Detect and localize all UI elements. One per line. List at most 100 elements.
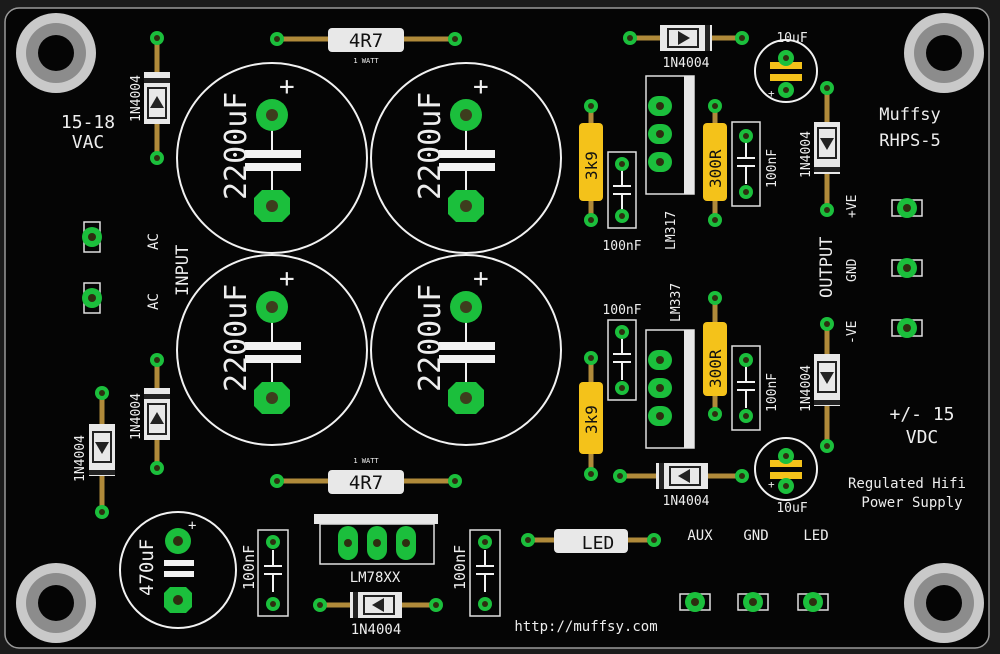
cap-value: 10uF [776, 31, 807, 46]
cap-value: 100nF [240, 545, 258, 590]
cap-value: 100nF [451, 545, 469, 590]
resistor-note: 1 WATT [353, 57, 379, 65]
cap-value: 2200uF [413, 92, 448, 200]
cap-plus: + [473, 72, 489, 102]
capacitor-100nf-mid: 100nF [602, 303, 642, 401]
resistor-value: 300R [706, 149, 725, 188]
description-line2: Power Supply [861, 495, 962, 511]
input-terminal-1[interactable] [82, 221, 102, 253]
resistor-value: 3k9 [582, 151, 601, 180]
title-line2: RHPS-5 [879, 131, 940, 151]
header-gnd-label: GND [743, 528, 768, 544]
diode-label: 1N4004 [129, 393, 144, 440]
header-led-label: LED [803, 528, 828, 544]
cap-value: 2200uF [413, 284, 448, 392]
website-url: http://muffsy.com [514, 619, 657, 635]
resistor-3k9-top: 3k9 [579, 99, 603, 227]
diode-1n4004-bottom-left: 1N4004 [73, 386, 115, 519]
capacitor-100nf-bottom-1: 100nF [240, 529, 289, 617]
input-label: INPUT [173, 245, 193, 296]
header-aux-label: AUX [687, 528, 713, 544]
cap-plus: + [768, 478, 775, 491]
header-terminal-aux[interactable] [679, 592, 711, 612]
cap-value: 2200uF [219, 92, 254, 200]
regulator-label: LM78XX [350, 570, 401, 586]
diode-1n4004-top-left: 1N4004 [129, 31, 170, 165]
header-terminal-gnd[interactable] [737, 592, 769, 612]
regulator-label: LM317 [664, 211, 679, 250]
resistor-3k9-bottom: 3k9 [579, 351, 603, 481]
cap-value: 100nF [765, 373, 780, 412]
mounting-hole-top-right [904, 13, 984, 93]
resistor-value: 4R7 [349, 472, 383, 494]
resistor-value: 4R7 [349, 30, 383, 52]
diode-label: 1N4004 [351, 622, 402, 638]
regulator-label: LM337 [669, 283, 684, 322]
diode-label: 1N4004 [799, 365, 814, 412]
input-voltage-line1: 15-18 [61, 112, 115, 133]
output-terminal-pos[interactable] [891, 198, 923, 218]
resistor-4r7-bottom: 4R7 1 WATT [270, 457, 462, 494]
input-terminal-2[interactable] [82, 282, 102, 314]
cap-plus: + [279, 264, 295, 294]
diode-1n4004-bottom: 1N4004 [313, 592, 443, 638]
output-terminal-gnd[interactable] [891, 258, 923, 278]
header-terminal-led[interactable] [797, 592, 829, 612]
capacitor-470uf: + 470uF [119, 511, 237, 629]
cap-value: 100nF [765, 149, 780, 188]
mounting-hole-top-left [16, 13, 96, 93]
resistor-value: LED [582, 533, 615, 554]
capacitor-100nf-top-1: 100nF [602, 151, 642, 254]
resistor-value: 300R [706, 349, 725, 388]
resistor-300r-top: 300R [703, 99, 727, 227]
capacitor-2200uf-bottom-left: + 2200uF [176, 254, 368, 446]
cap-plus: + [188, 518, 196, 534]
description-line1: Regulated Hifi [848, 476, 966, 492]
resistor-300r-bottom: 300R [703, 291, 727, 421]
capacitor-10uf-bottom: + 10uF [754, 437, 818, 516]
diode-label: 1N4004 [663, 494, 710, 509]
cap-plus: + [279, 72, 295, 102]
diode-1n4004-right-top: 1N4004 [799, 81, 840, 217]
diode-label: 1N4004 [129, 75, 144, 122]
capacitor-2200uf-top-left: + 2200uF [176, 62, 368, 254]
regulator-lm317: LM317 [645, 75, 695, 250]
cap-plus: + [473, 264, 489, 294]
output-neg-label: -VE [845, 321, 860, 344]
capacitor-100nf-bottom-right: 100nF [731, 345, 780, 431]
output-gnd-label: GND [845, 258, 860, 282]
input-ac-label-1: AC [146, 233, 162, 250]
diode-1n4004-mid-left: 1N4004 [129, 353, 170, 475]
output-terminal-neg[interactable] [891, 318, 923, 338]
cap-value: 100nF [602, 303, 641, 318]
title-line1: Muffsy [879, 105, 940, 125]
capacitor-100nf-bottom-2: 100nF [451, 529, 501, 617]
input-voltage-line2: VAC [72, 132, 105, 153]
diode-label: 1N4004 [799, 131, 814, 178]
input-ac-label-2: AC [146, 293, 162, 310]
resistor-led: LED [521, 529, 661, 554]
cap-value: 10uF [776, 501, 807, 516]
output-label: OUTPUT [817, 237, 837, 298]
cap-value: 470uF [136, 539, 158, 596]
capacitor-2200uf-bottom-right: + 2200uF [370, 254, 562, 446]
mounting-hole-bottom-left [16, 563, 96, 643]
regulator-lm337: LM337 [645, 283, 695, 449]
resistor-value: 3k9 [582, 405, 601, 434]
mounting-hole-bottom-right [904, 563, 984, 643]
output-voltage-line2: VDC [906, 427, 939, 448]
capacitor-2200uf-top-right: + 2200uF [370, 62, 562, 254]
diode-1n4004-right-bottom: 1N4004 [799, 317, 840, 453]
resistor-note: 1 WATT [353, 457, 379, 465]
resistor-4r7-top: 4R7 1 WATT [270, 28, 462, 65]
diode-1n4004-bottom-center: 1N4004 [613, 463, 749, 509]
capacitor-100nf-top-2: 100nF [731, 121, 780, 207]
capacitor-10uf-top: + 10uF [754, 31, 818, 103]
diode-1n4004-top-center: 1N4004 [623, 25, 749, 71]
output-voltage-line1: +/- 15 [889, 404, 954, 425]
cap-value: 2200uF [219, 284, 254, 392]
diode-label: 1N4004 [663, 56, 710, 71]
cap-value: 100nF [602, 239, 641, 254]
cap-plus: + [768, 87, 775, 100]
